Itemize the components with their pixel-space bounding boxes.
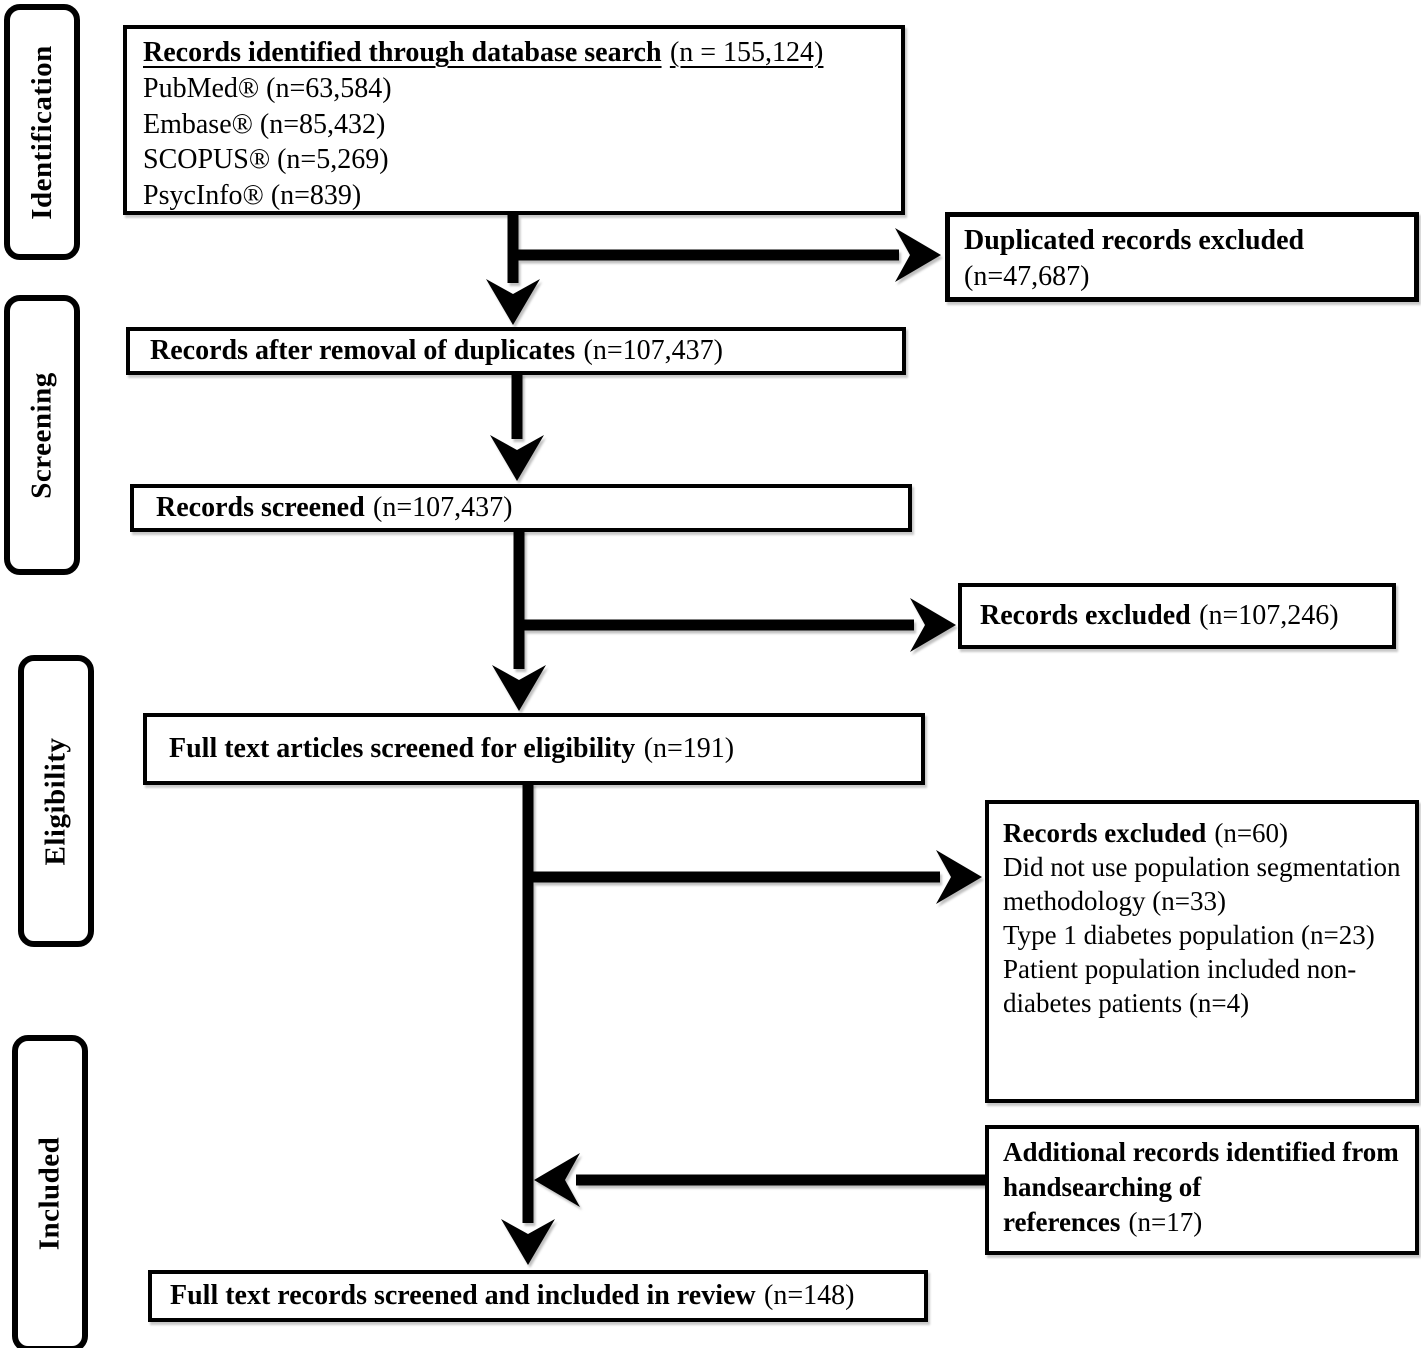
arrow-to-duplicates-excluded xyxy=(508,228,941,282)
arrow-after-duplicates-to-screened xyxy=(490,373,544,481)
box-duplicates-excluded: Duplicated records excluded (n=47,687) xyxy=(945,212,1419,302)
included-in-review-text: Full text records screened and included … xyxy=(170,1280,855,1312)
stage-identification-label: Identification xyxy=(25,44,58,220)
handsearch-count: (n=17) xyxy=(1128,1207,1203,1238)
box-fulltext-screened: Full text articles screened for eligibil… xyxy=(143,713,925,785)
arrow-handsearch-to-mainline xyxy=(534,1153,985,1207)
box-records-excluded: Records excluded(n=107,246) xyxy=(958,583,1396,649)
arrow-to-fulltext-excluded xyxy=(523,850,982,904)
source-embase: Embase® (n=85,432) xyxy=(143,108,386,140)
source-scopus: SCOPUS® (n=5,269) xyxy=(143,144,389,176)
duplicates-excluded-label: Duplicated records excluded xyxy=(964,225,1305,256)
box-records-screened: Records screened(n=107,437) xyxy=(130,484,912,532)
arrow-to-records-excluded xyxy=(514,598,956,652)
stage-identification: Identification xyxy=(4,4,80,260)
duplicates-excluded-count: (n=47,687) xyxy=(964,260,1090,292)
fulltext-screened-text: Full text articles screened for eligibil… xyxy=(169,733,735,765)
stage-included-label: Included xyxy=(33,1136,66,1251)
exclusion-reason-nondiabetes: Patient population included non-diabetes… xyxy=(1003,954,1357,1019)
records-screened-text: Records screened(n=107,437) xyxy=(156,492,513,524)
exclusion-reason-type1: Type 1 diabetes population (n=23) xyxy=(1003,920,1375,951)
handsearch-label: Additional records identified from hands… xyxy=(1003,1137,1399,1238)
stage-screening: Screening xyxy=(4,295,80,575)
records-identified-title: Records identified through database sear… xyxy=(143,37,824,68)
records-excluded-text: Records excluded(n=107,246) xyxy=(980,600,1339,632)
exclusion-reason-segmentation: Did not use population segmentation meth… xyxy=(1003,852,1401,917)
box-after-duplicates: Records after removal of duplicates(n=10… xyxy=(126,327,906,375)
stage-eligibility-label: Eligibility xyxy=(39,737,72,865)
fulltext-excluded-heading: Records excluded(n=60) xyxy=(1003,818,1289,848)
stage-screening-label: Screening xyxy=(25,371,58,499)
stage-included: Included xyxy=(12,1035,88,1348)
after-duplicates-text: Records after removal of duplicates(n=10… xyxy=(150,335,723,367)
box-handsearch: Additional records identified from hands… xyxy=(985,1125,1419,1255)
arrow-screened-to-fulltext xyxy=(492,530,546,711)
box-records-identified: Records identified through database sear… xyxy=(123,25,905,215)
source-pubmed: PubMed® (n=63,584) xyxy=(143,72,392,104)
stage-eligibility: Eligibility xyxy=(18,655,94,947)
source-psycinfo: PsycInfo® (n=839) xyxy=(143,180,362,212)
box-fulltext-excluded: Records excluded(n=60) Did not use popul… xyxy=(985,800,1419,1103)
arrow-identified-to-after-duplicates xyxy=(486,215,540,325)
arrow-fulltext-to-included xyxy=(501,783,555,1265)
box-included-in-review: Full text records screened and included … xyxy=(148,1270,928,1322)
